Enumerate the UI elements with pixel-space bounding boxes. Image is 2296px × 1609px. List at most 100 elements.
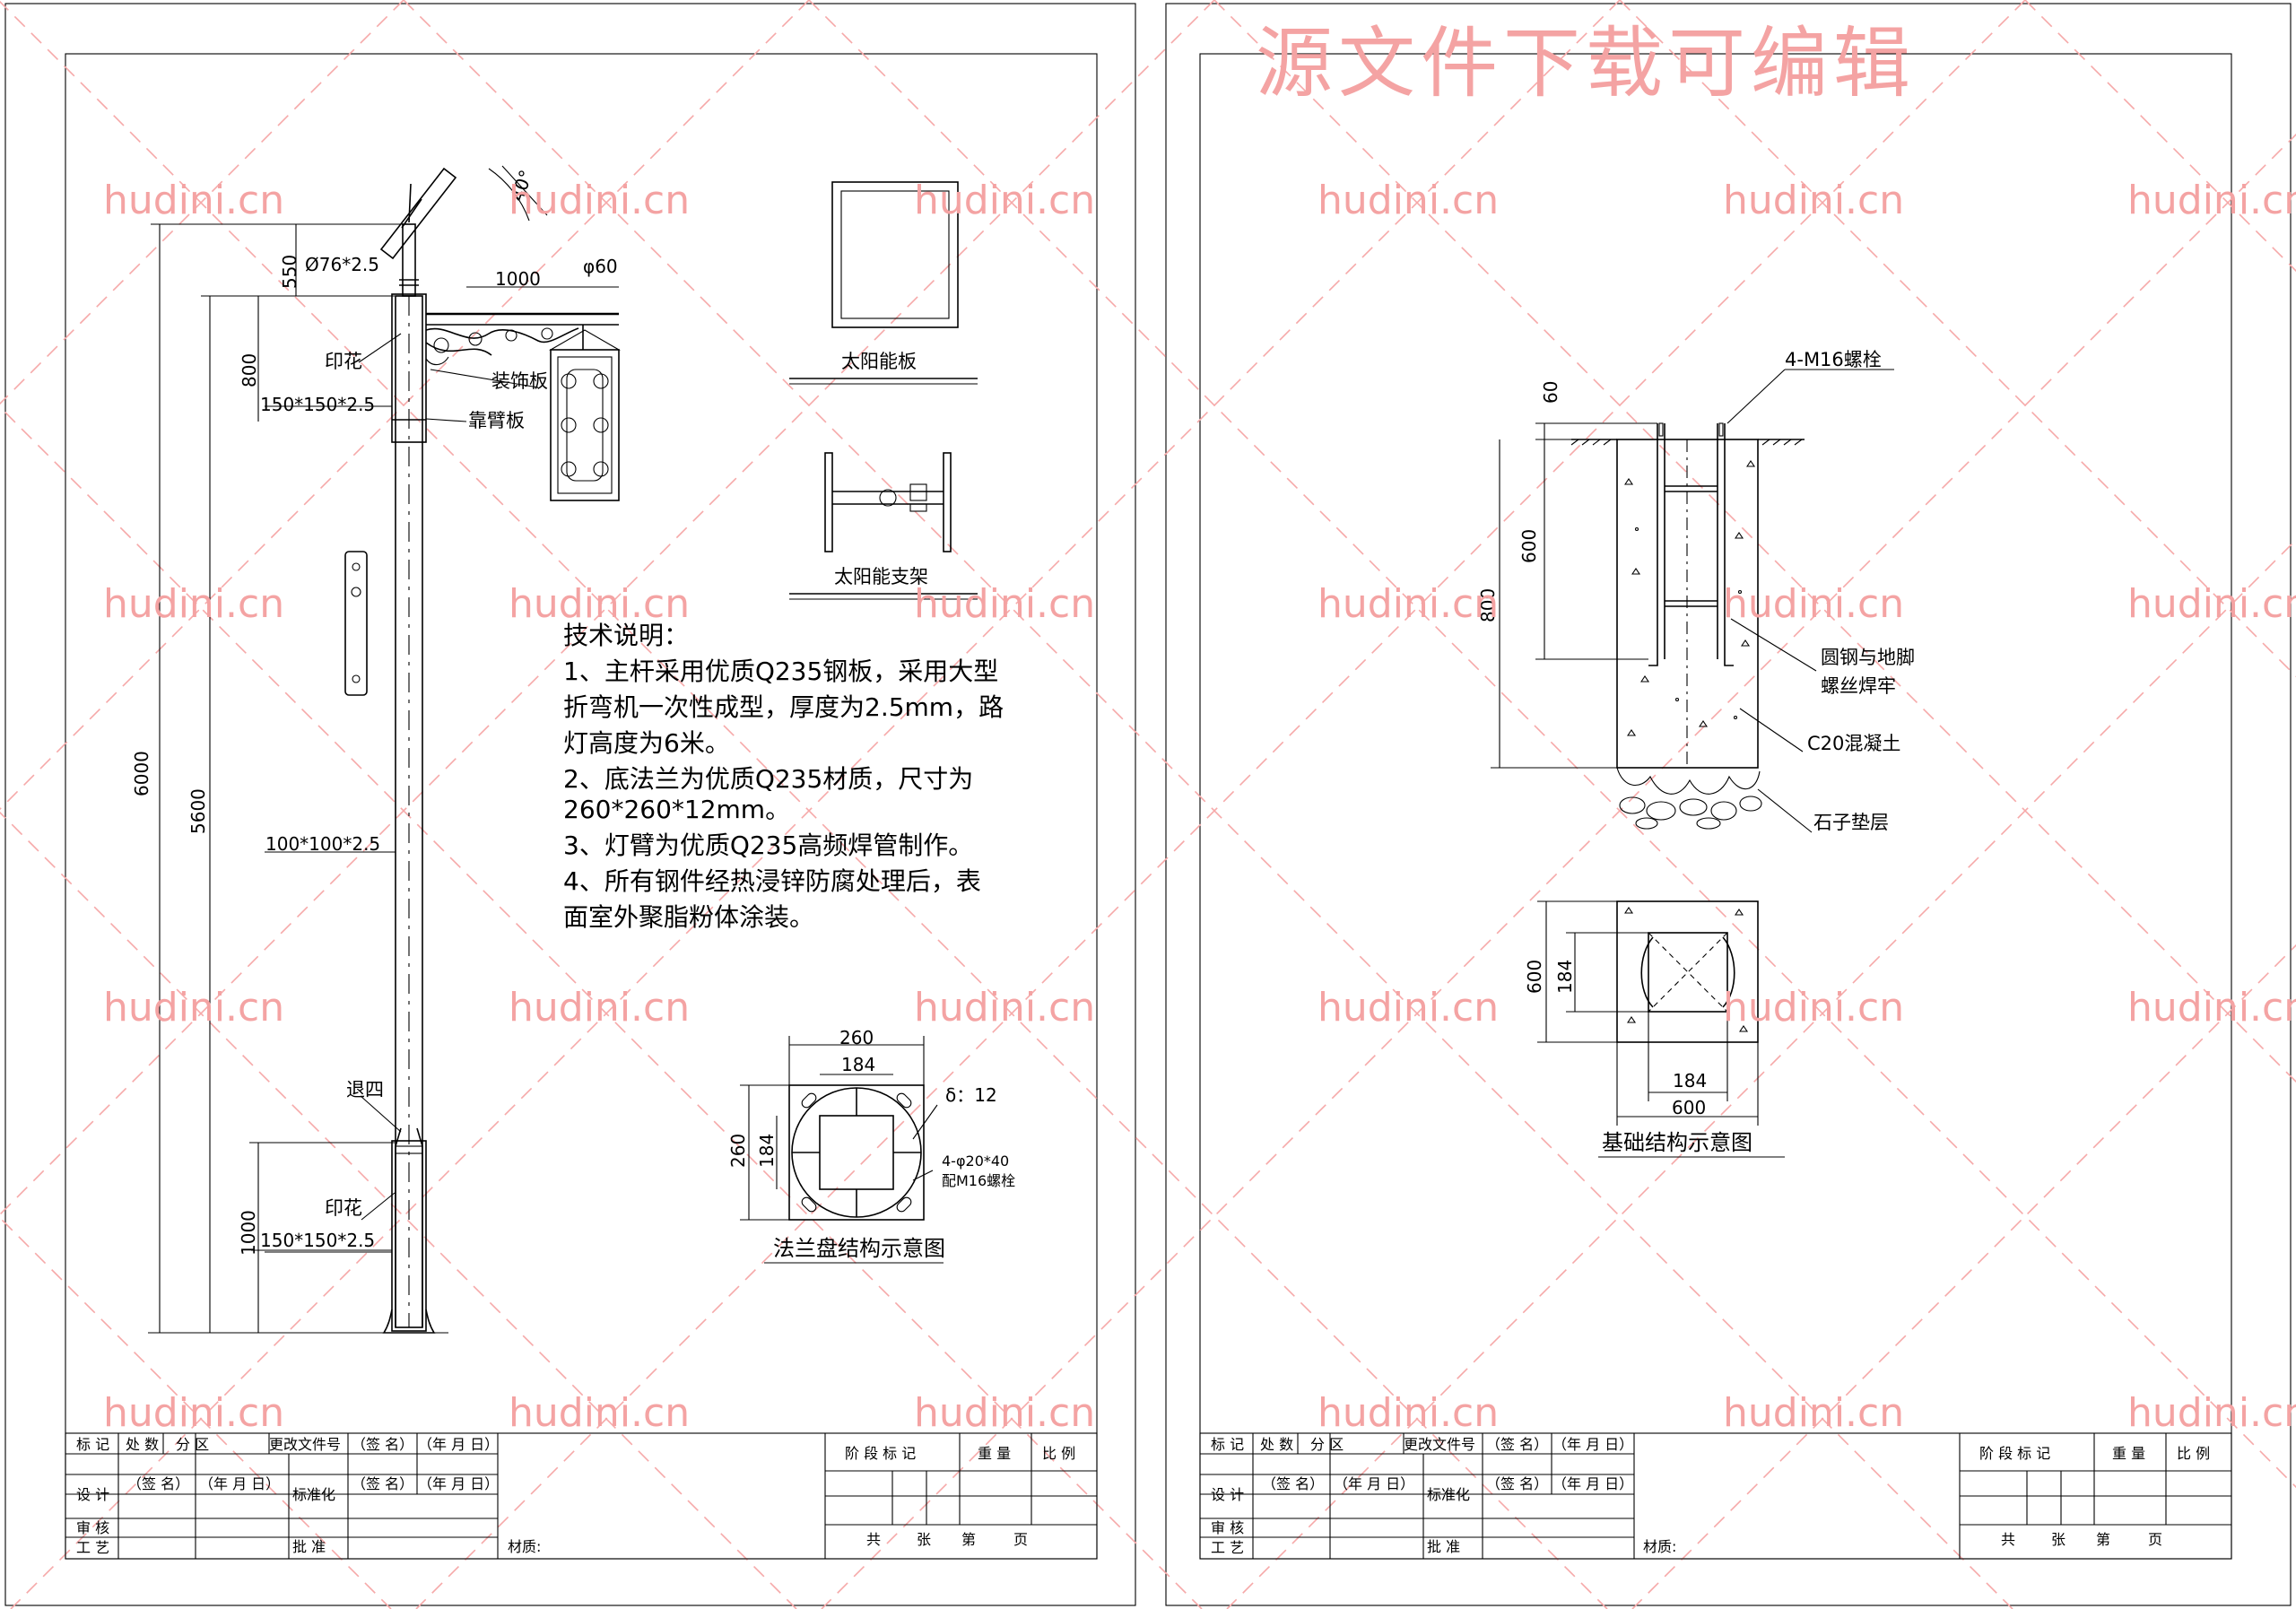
notes-line: 面室外聚脂粉体涂装。: [563, 902, 814, 932]
watermark-diagonal: [403, 0, 2013, 1609]
pole-labels: 40° Ø76*2.5 550 1000 φ60 800 印花 装饰板 150*…: [131, 167, 618, 1256]
flange-dim-260-w: 260: [839, 1027, 874, 1048]
watermark-diagonal: [0, 0, 1215, 1216]
watermark-text: hudini.cn: [509, 1390, 690, 1436]
watermark-text: hudini.cn: [1723, 1390, 1904, 1436]
watermark-text: hudini.cn: [914, 1390, 1095, 1436]
watermark-text: hudini.cn: [1723, 581, 1904, 627]
dim-1000-arm: 1000: [495, 268, 541, 290]
watermark-labels: 源文件下载可编辑 hudini.cn hudini.cn hudini.cn h…: [103, 19, 2296, 1436]
tb-bili: 比 例: [1042, 1445, 1075, 1462]
dim-arm-tube: Ø76*2.5: [305, 254, 379, 275]
tb-caizhi: 材质:: [508, 1538, 541, 1555]
tb-pizhun: 批 准: [292, 1538, 326, 1555]
dim-60: 60: [1540, 381, 1561, 404]
tb-qianming-2: （签 名）: [1262, 1475, 1324, 1492]
dim-550: 550: [279, 255, 300, 289]
dim-600: 600: [1518, 529, 1540, 563]
dim-800: 800: [239, 353, 260, 387]
watermark-text: hudini.cn: [1318, 985, 1499, 1031]
tb-nianyueri-3: （年 月 日）: [1552, 1475, 1633, 1492]
watermark-text: hudini.cn: [914, 178, 1095, 223]
watermark-diagonal: [1631, 944, 2296, 1609]
label-baobiban: 靠臂板: [468, 410, 525, 431]
watermark-text: hudini.cn: [103, 1390, 284, 1436]
tb-zhongliang: 重 量: [2112, 1445, 2145, 1462]
watermark-diagonal: [0, 0, 1608, 1609]
tb-fenqu: 分 区: [1310, 1436, 1344, 1453]
plan-dim-184-h: 184: [1554, 960, 1576, 994]
notes-line: 3、灯臂为优质Q235高频焊管制作。: [563, 831, 973, 860]
watermark-text: hudini.cn: [1723, 178, 1904, 223]
tb-genggai: 更改文件号: [1404, 1436, 1475, 1453]
tb-zhongliang: 重 量: [978, 1445, 1011, 1462]
notes-line: 4、所有钢件经热浸锌防腐处理后，表: [563, 866, 981, 896]
watermark-banner: 源文件下载可编辑: [1256, 19, 1916, 109]
watermark-diagonal: [0, 0, 810, 811]
watermark-text: hudini.cn: [2127, 581, 2296, 627]
tb-gongyi: 工 艺: [1211, 1539, 1244, 1556]
tb-ye: 页: [1013, 1531, 1028, 1548]
tb-chushu: 处 数: [1260, 1436, 1293, 1453]
tb-di: 第: [2096, 1531, 2110, 1548]
caption-foundation: 基础结构示意图: [1602, 1130, 1752, 1155]
sheet-frames: [4, 3, 2292, 1606]
tb-qianming-3: （签 名）: [1486, 1475, 1548, 1492]
flange-dim-184-h: 184: [756, 1134, 778, 1168]
watermark-text: hudini.cn: [1318, 1390, 1499, 1436]
watermark-diagonal: [1213, 0, 2296, 1083]
tb-caizhi: 材质:: [1643, 1538, 1676, 1555]
solar-panel-view: 太阳能板: [789, 181, 978, 385]
tb-qianming: （签 名）: [1486, 1436, 1548, 1453]
watermark-text: hudini.cn: [914, 581, 1095, 627]
plan-dim-600-w: 600: [1672, 1097, 1706, 1118]
watermark-text: hudini.cn: [509, 581, 690, 627]
title-block-right: [1199, 1432, 2232, 1560]
watermark-text: hudini.cn: [103, 581, 284, 627]
tb-shenhe: 审 核: [76, 1519, 109, 1536]
tb-di: 第: [961, 1531, 976, 1548]
label-yinhua-bottom: 印花: [325, 1197, 362, 1219]
watermark-diagonal: [821, 133, 2296, 1609]
tb-jieduan: 阶 段 标 记: [1979, 1445, 2050, 1462]
technical-notes: 技术说明： 1、主杆采用优质Q235钢板，采用大型 折弯机一次性成型，厚度为2.…: [563, 621, 1004, 932]
watermark-text: hudini.cn: [103, 985, 284, 1031]
dim-sec-bottom: 150*150*2.5: [260, 1230, 375, 1251]
label-tuisi: 退四: [346, 1079, 384, 1100]
watermark-diagonal: [0, 405, 1203, 1609]
solar-bracket-view: 太阳能支架: [789, 452, 978, 600]
tb-zhang: 张: [917, 1531, 931, 1548]
tb-biaozhunhua: 标准化: [1427, 1486, 1470, 1503]
notes-line: 260*260*12mm。: [563, 795, 790, 824]
flange-plate: 260 184 260 184 δ：12 4-φ20*40 配M16螺栓 法兰盘…: [727, 1027, 1015, 1264]
label-c20-concrete: C20混凝土: [1807, 733, 1900, 754]
tb-biaozhunhua: 标准化: [292, 1486, 335, 1503]
tb-ye: 页: [2148, 1531, 2162, 1548]
notes-line: 2、底法兰为优质Q235材质，尺寸为: [563, 764, 973, 794]
tb-chushu: 处 数: [126, 1436, 159, 1453]
tb-nianyueri: （年 月 日）: [1552, 1436, 1633, 1453]
tb-biaoji: 标 记: [76, 1436, 109, 1453]
watermark-diagonal: [1619, 0, 2296, 678]
flange-dim-260-h: 260: [727, 1134, 749, 1168]
tb-nianyueri-2: （年 月 日）: [199, 1475, 280, 1492]
flange-bolts: 配M16螺栓: [942, 1172, 1015, 1189]
caption-flange: 法兰盘结构示意图: [773, 1236, 945, 1261]
watermark-diagonal: [2024, 0, 2296, 273]
watermark-text: hudini.cn: [509, 178, 690, 223]
foundation-section: 4-M16螺栓 60 600 800 圆钢与地脚 螺丝焊牢 C20混凝土 石子垫…: [1477, 349, 1915, 833]
tb-qianming-2: （签 名）: [127, 1475, 189, 1492]
tb-qianming-3: （签 名）: [352, 1475, 413, 1492]
watermark-text: hudini.cn: [914, 985, 1095, 1031]
tb-shenhe: 审 核: [1211, 1519, 1244, 1536]
watermark-diagonal: [415, 0, 2026, 1609]
watermark-text: hudini.cn: [509, 985, 690, 1031]
dim-800: 800: [1477, 588, 1499, 622]
watermark-text: hudini.cn: [2127, 1390, 2296, 1436]
tb-fenqu: 分 区: [176, 1436, 209, 1453]
watermark-diagonal: [0, 0, 404, 405]
notes-line: 1、主杆采用优质Q235钢板，采用大型: [563, 657, 998, 686]
dim-phi60: φ60: [583, 256, 618, 277]
foundation-plan: 600 184 184 600 基础结构示意图: [1524, 900, 1785, 1158]
tb-pizhun: 批 准: [1427, 1538, 1460, 1555]
